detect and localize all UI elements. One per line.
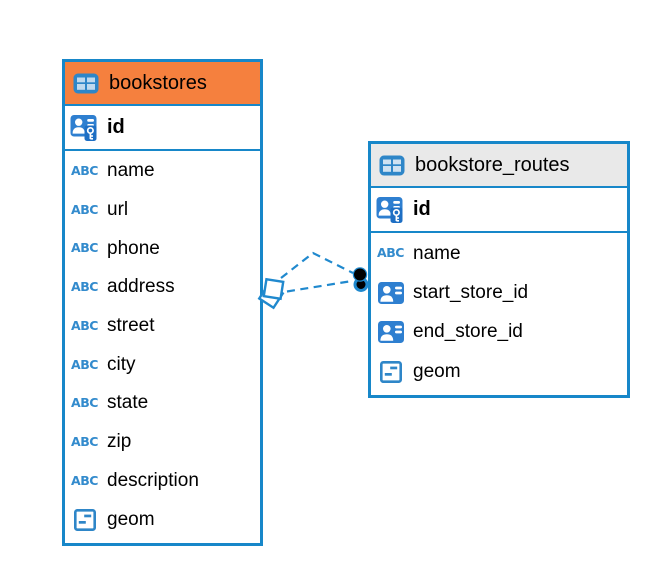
entity-title: bookstores <box>109 71 207 94</box>
geometry-type-icon <box>375 360 406 383</box>
primary-key-icon <box>69 114 100 141</box>
column-row[interactable]: end_store_id <box>371 313 627 352</box>
text-type-icon: ABC <box>71 240 98 256</box>
column-name: url <box>107 199 129 221</box>
column-row[interactable]: ABC phone <box>65 229 260 268</box>
text-type-icon: ABC <box>71 279 98 295</box>
text-type-icon: ABC <box>71 433 98 449</box>
text-type-icon: ABC <box>71 395 98 411</box>
text-type-icon: ABC <box>71 356 98 372</box>
table-icon <box>70 73 101 94</box>
column-row-id[interactable]: id <box>371 188 627 233</box>
column-row[interactable]: ABC name <box>65 152 260 191</box>
column-row[interactable]: ABC zip <box>65 423 260 462</box>
column-name: name <box>107 160 155 182</box>
entity-header-bookstore-routes[interactable]: bookstore_routes <box>371 144 627 188</box>
column-name: start_store_id <box>413 282 529 304</box>
entity-bookstores[interactable]: bookstores id ABC name ABC ur <box>62 59 263 546</box>
text-type-icon: ABC <box>377 245 404 261</box>
text-type-icon: ABC <box>71 163 98 179</box>
entity-bookstore-routes[interactable]: bookstore_routes id ABC name <box>368 141 630 398</box>
column-row[interactable]: ABC address <box>65 268 260 307</box>
column-row-id[interactable]: id <box>65 106 260 151</box>
column-name: geom <box>107 508 155 530</box>
foreign-key-icon <box>375 321 406 344</box>
column-name: zip <box>107 431 132 453</box>
entity-header-bookstores[interactable]: bookstores <box>65 62 260 106</box>
text-type-icon: ABC <box>71 201 98 217</box>
relationship-line[interactable] <box>286 279 353 293</box>
column-row[interactable]: ABC description <box>65 462 260 501</box>
column-name: end_store_id <box>413 321 523 343</box>
column-name: address <box>107 276 175 298</box>
text-type-icon: ABC <box>71 472 98 488</box>
column-row[interactable]: ABC name <box>371 234 627 273</box>
column-row[interactable]: geom <box>371 352 627 391</box>
column-row[interactable]: ABC url <box>65 191 260 230</box>
column-name: id <box>107 116 125 138</box>
column-name: street <box>107 315 155 337</box>
dot-marker <box>352 267 368 282</box>
column-name: phone <box>107 237 160 259</box>
column-row[interactable]: ABC street <box>65 307 260 346</box>
column-name: city <box>107 353 136 375</box>
column-row[interactable]: ABC city <box>65 345 260 384</box>
dot-marker <box>353 277 369 292</box>
column-name: geom <box>413 360 461 382</box>
column-list: ABC name start_store_id <box>371 233 627 392</box>
column-row[interactable]: ABC state <box>65 384 260 423</box>
foreign-key-icon <box>375 282 406 305</box>
column-row[interactable]: start_store_id <box>371 273 627 312</box>
column-name: name <box>413 242 461 264</box>
geometry-type-icon <box>69 508 100 531</box>
column-name: state <box>107 392 149 414</box>
column-name: description <box>107 469 199 491</box>
text-type-icon: ABC <box>71 317 98 333</box>
primary-key-icon <box>375 196 406 223</box>
entity-title: bookstore_routes <box>415 153 570 176</box>
column-row[interactable]: geom <box>65 500 260 539</box>
table-icon <box>376 155 407 176</box>
diamond-marker <box>262 277 285 301</box>
relationship-line[interactable] <box>280 251 354 279</box>
column-list: ABC name ABC url ABC phone ABC address A… <box>65 151 260 539</box>
column-name: id <box>413 198 431 220</box>
